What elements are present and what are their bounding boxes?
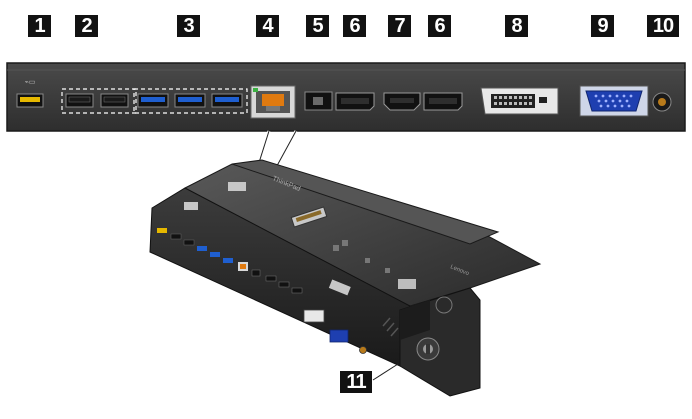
callout-3-label: 3 — [183, 15, 194, 37]
usb3-port-b — [174, 93, 206, 108]
audio-jack — [652, 92, 672, 112]
callout-7: 7 — [388, 15, 411, 37]
usb3-group-outline — [133, 88, 248, 114]
hdmi-port — [383, 92, 421, 111]
brand-thinkpad: ThinkPad — [271, 175, 301, 193]
ethernet-port — [250, 85, 296, 119]
callout-4-label: 4 — [262, 15, 273, 37]
callout-10-label: 10 — [652, 15, 674, 37]
rear-panel: ⌁▭ — [6, 62, 686, 132]
callout-10: 10 — [647, 15, 679, 37]
callout-8: 8 — [505, 15, 528, 37]
callout-9-label: 9 — [597, 15, 608, 37]
callout-6-right: 6 — [428, 15, 451, 37]
callout-11: 11 — [340, 371, 372, 393]
svg-text:⌁▭: ⌁▭ — [25, 79, 36, 86]
callout-1-label: 1 — [34, 15, 45, 37]
callout-6-left-label: 6 — [349, 15, 360, 37]
callout-6-right-label: 6 — [434, 15, 445, 37]
displayport-right — [423, 92, 463, 111]
usb-charge-port: ⌁▭ — [16, 79, 44, 108]
callout-4: 4 — [256, 15, 279, 37]
dock-front-ports — [157, 228, 367, 354]
vga-port — [579, 85, 649, 117]
dvi-port — [480, 87, 559, 115]
callout-3: 3 — [177, 15, 200, 37]
power-port — [304, 91, 333, 111]
callout-2: 2 — [75, 15, 98, 37]
callout-8-label: 8 — [511, 15, 522, 37]
callout-1: 1 — [28, 15, 51, 37]
callout-6-left: 6 — [343, 15, 366, 37]
usb3-port-c — [211, 93, 243, 108]
displayport-left — [335, 92, 375, 111]
callout-11-label: 11 — [346, 371, 366, 393]
usb2-group-outline — [61, 88, 137, 114]
callout-5: 5 — [306, 15, 329, 37]
callout-9: 9 — [591, 15, 614, 37]
brand-lenovo: Lenovo — [449, 264, 470, 277]
callout-7-label: 7 — [394, 15, 405, 37]
usb2-port-a — [65, 93, 94, 108]
usb3-port-a — [137, 93, 169, 108]
callout-2-label: 2 — [81, 15, 92, 37]
dock-body: ThinkPad Lenovo — [149, 159, 542, 397]
usb2-port-b — [100, 93, 129, 108]
callout-5-label: 5 — [312, 15, 323, 37]
